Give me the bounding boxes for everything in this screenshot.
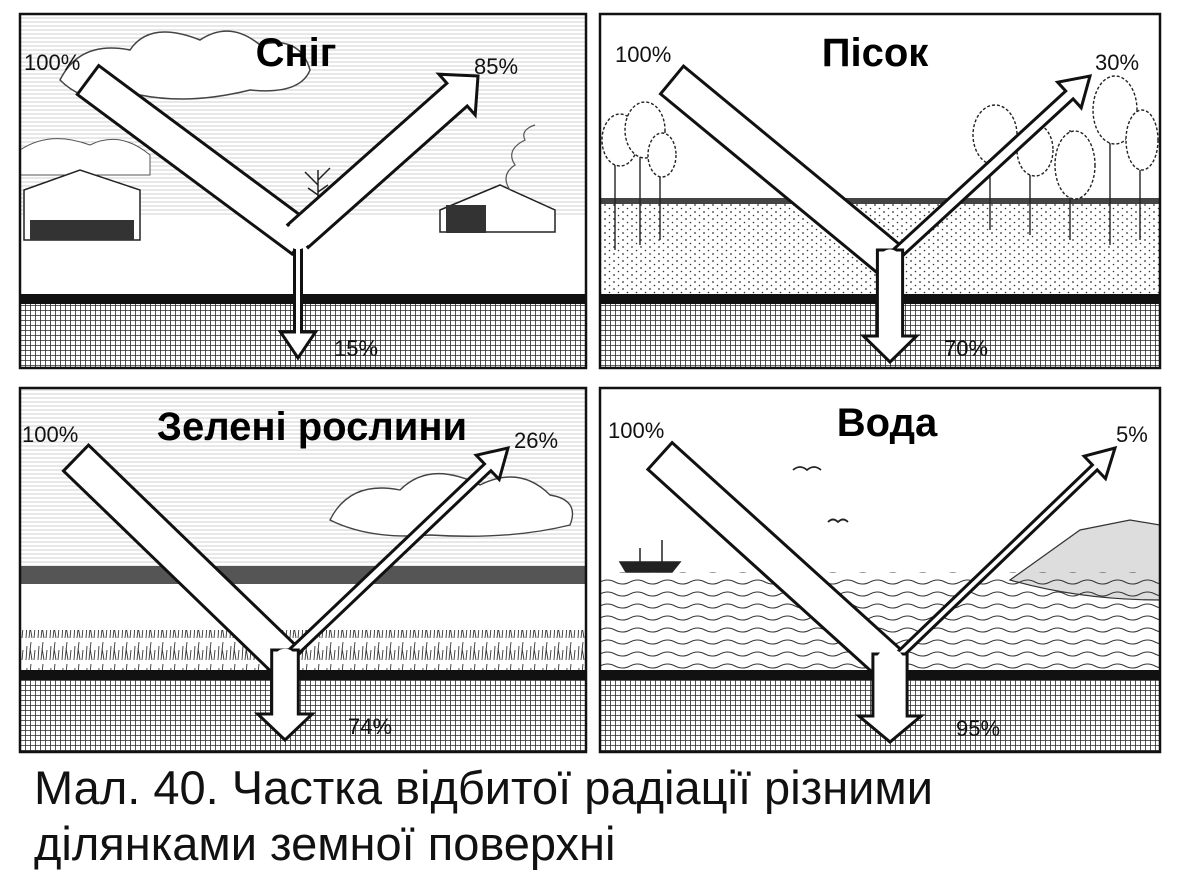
reflected-arrow — [885, 445, 1118, 669]
figure-caption: Мал. 40. Частка відбитої радіації різним… — [34, 760, 1154, 872]
panel-title-snow: Сніг — [256, 31, 337, 75]
absorbed-label: 74% — [348, 714, 392, 739]
caption-line-2: ділянками земної поверхні — [34, 817, 616, 870]
arrow-junction — [273, 648, 297, 672]
reflected-arrow — [884, 74, 1093, 267]
horizon-line — [600, 198, 1160, 204]
bird-shape — [827, 518, 849, 524]
absorbed-arrow — [854, 652, 926, 744]
incoming-label: 100% — [608, 418, 664, 443]
cloud-shape — [19, 138, 151, 176]
arrow-junction — [874, 648, 906, 680]
caption-line-1: Мал. 40. Частка відбитої радіації різним… — [34, 761, 933, 814]
absorbed-label: 15% — [334, 336, 378, 361]
absorbed-label: 70% — [944, 336, 988, 361]
panel-frame — [598, 12, 1162, 370]
arrow-layer — [61, 63, 1118, 744]
soil-boundary — [20, 670, 586, 680]
panel-title-sand: Пісок — [822, 31, 930, 75]
incoming-label: 100% — [22, 422, 78, 447]
reflected-label: 5% — [1116, 422, 1148, 447]
arrow-junction — [879, 249, 901, 271]
panel-title-plants: Зелені рослини — [157, 405, 467, 449]
incoming-label: 100% — [615, 42, 671, 67]
absorbed-label: 95% — [956, 716, 1000, 741]
panel-frame — [18, 386, 588, 754]
house-wall — [30, 220, 134, 240]
panel-frame — [598, 386, 1162, 754]
reflected-arrow — [279, 445, 511, 666]
arrow-junction — [284, 222, 312, 250]
smoke-shape — [505, 124, 536, 191]
house-wall — [446, 205, 486, 233]
incoming-label: 100% — [24, 50, 80, 75]
tree-group-left — [601, 101, 677, 250]
tree-shape — [304, 167, 331, 215]
reflected-label: 26% — [514, 428, 558, 453]
bird-shape — [792, 466, 822, 472]
absorbed-arrow — [253, 648, 317, 743]
reflected-label: 85% — [474, 54, 518, 79]
reflected-arrow — [285, 72, 480, 250]
absorbed-arrow — [859, 248, 921, 365]
panel-frame — [18, 12, 588, 370]
treeline — [20, 566, 586, 584]
panel-title-water: Вода — [837, 401, 938, 445]
reflected-label: 30% — [1095, 50, 1139, 75]
